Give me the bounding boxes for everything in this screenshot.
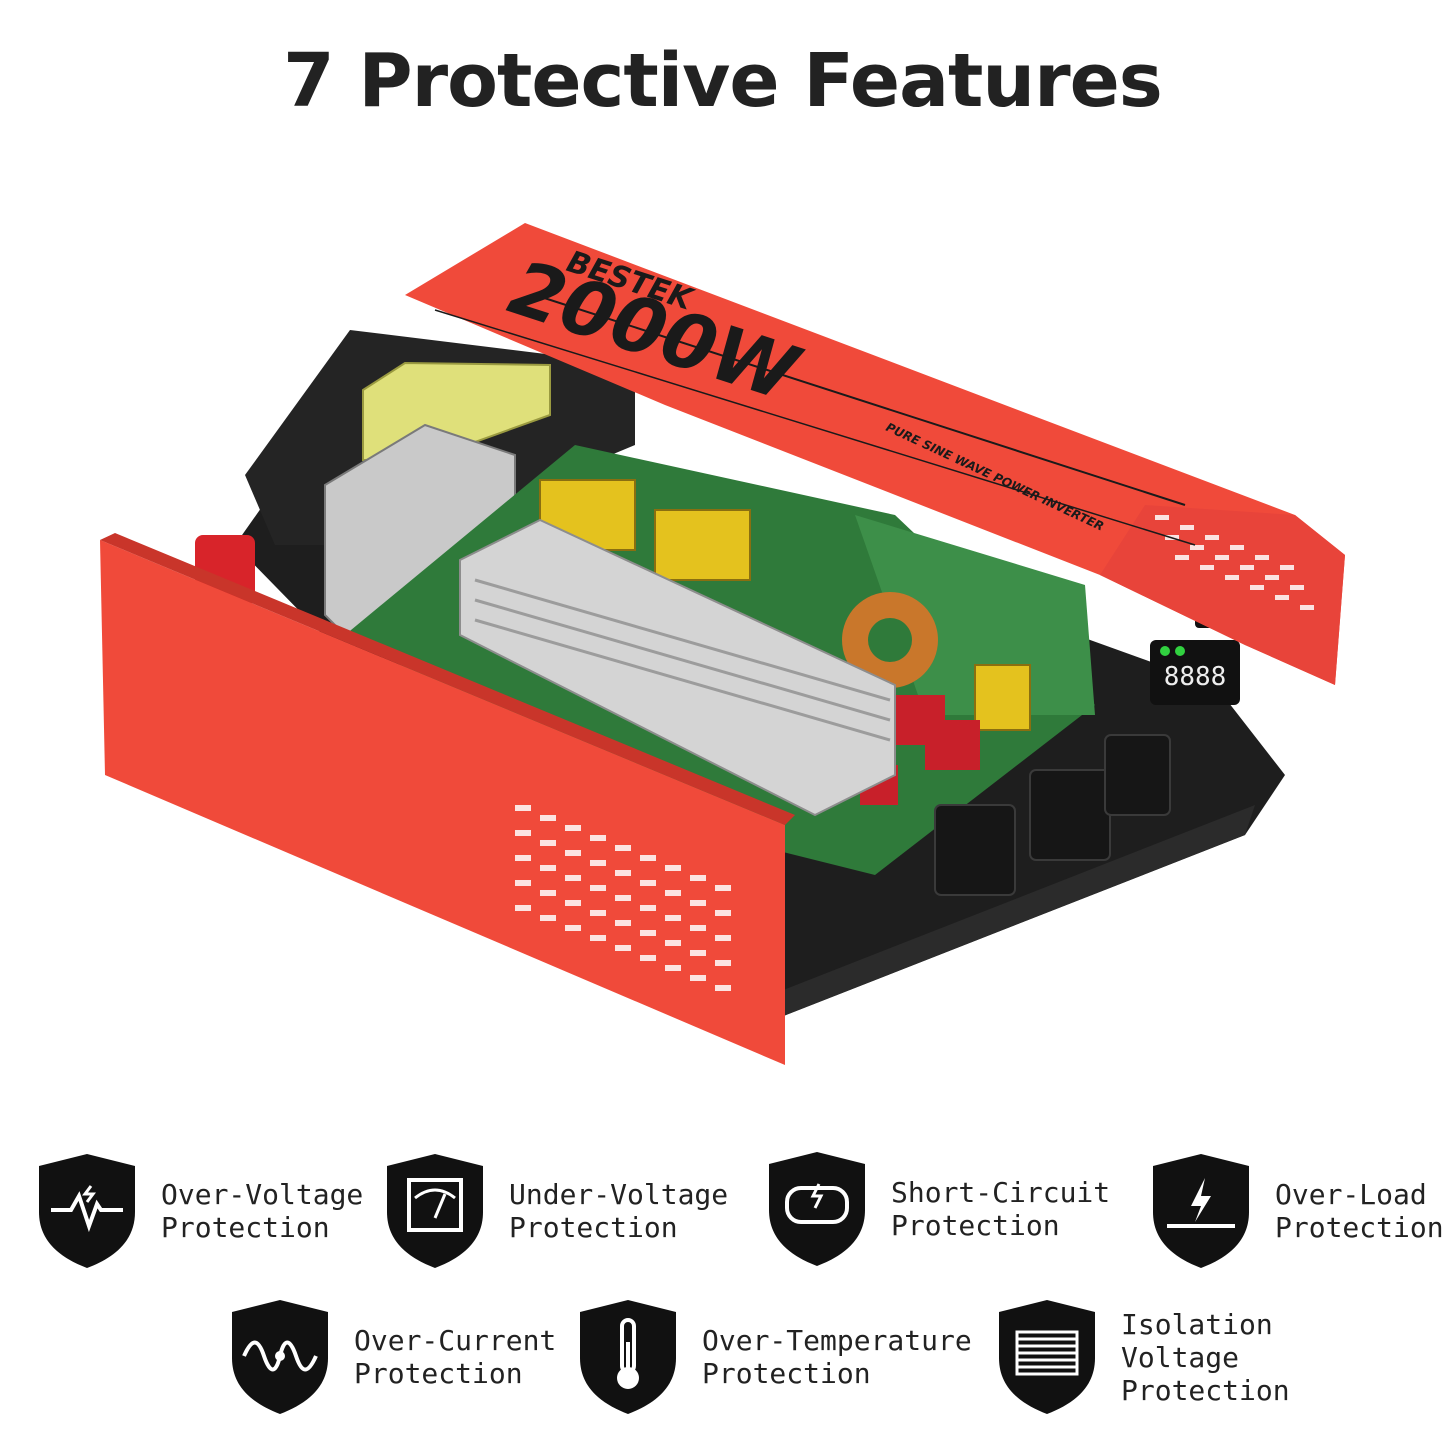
voltage-spike-icon	[39, 1154, 135, 1268]
feature-label-line1: Over-Temperature	[702, 1324, 972, 1357]
heatsink	[459, 518, 896, 817]
feature-label-line1: Over-Current	[354, 1324, 557, 1357]
ac-outlets	[934, 734, 1171, 896]
isolation-grid-icon	[999, 1300, 1095, 1414]
feature-label-line1: Isolation	[1121, 1307, 1273, 1341]
feature-label-line2: Protection	[702, 1357, 871, 1390]
feature-label-line2: Protection	[891, 1209, 1060, 1242]
front-cover	[100, 540, 785, 1065]
voltmeter-icon	[387, 1154, 483, 1268]
digital-display	[1150, 640, 1240, 705]
feature-label-line2: Protection	[1275, 1211, 1444, 1244]
lightning-load-icon	[1153, 1154, 1249, 1268]
display-readout: 8888	[1164, 662, 1227, 692]
page-title: 7 Protective Features	[283, 38, 1163, 124]
feature-label-line2: Protection	[509, 1211, 678, 1244]
short-circuit-battery-icon	[769, 1152, 865, 1266]
feature-label-line2: Protection	[161, 1211, 330, 1244]
feature-label-line2: Voltage	[1121, 1340, 1240, 1374]
feature-label-line1: Over-Load	[1275, 1178, 1427, 1211]
feature-label-line2: Protection	[354, 1357, 523, 1390]
thermometer-icon	[580, 1300, 676, 1414]
feature-label-line1: Over-Voltage	[161, 1178, 364, 1211]
feature-label-line1: Under-Voltage	[509, 1178, 729, 1211]
inverter-illustration: 8888 BESTEK 2000W PURE SINE WAVE POWER I…	[100, 223, 1345, 1065]
vent-holes-front	[515, 805, 731, 991]
feature-label-line1: Short-Circuit	[891, 1176, 1111, 1209]
feature-label-line3: Protection	[1121, 1373, 1290, 1407]
current-wave-icon	[232, 1300, 328, 1414]
